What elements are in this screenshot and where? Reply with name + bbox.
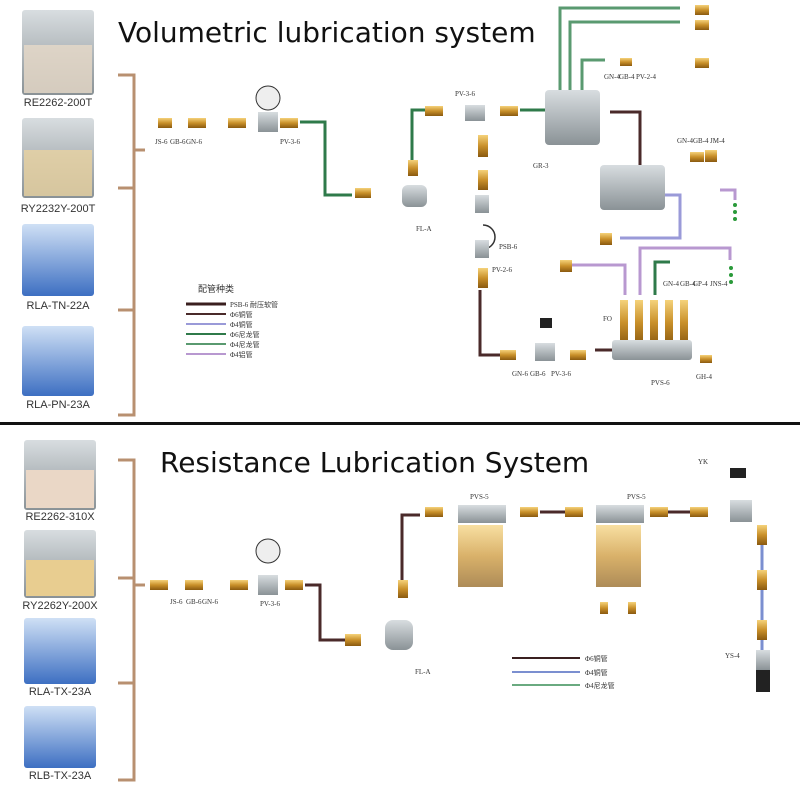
section-divider	[0, 422, 800, 425]
part-label: YK	[698, 458, 709, 466]
legend-item: Φ4尼龙管	[585, 682, 615, 690]
part-label: PV-2-6	[492, 266, 512, 274]
pump-brackets	[118, 73, 145, 782]
part-label: GH-4	[696, 373, 712, 381]
pump-label: RLA-TN-22A	[26, 300, 90, 312]
part-label: YS-4	[725, 652, 740, 660]
part-label: GN-6	[512, 370, 528, 378]
part-label: GN-4	[663, 280, 679, 288]
top-legend-lines	[186, 302, 226, 355]
part-label: GN-4	[677, 137, 693, 145]
pump-label: RLA-TX-23A	[28, 686, 92, 698]
part-label: GB-4	[619, 73, 635, 81]
part-label: GB-4	[693, 137, 709, 145]
legend-item: Φ4铜管	[230, 321, 253, 329]
part-label: FL-A	[415, 668, 431, 676]
part-label: JNS-4	[710, 280, 728, 288]
pump-label: RE2262-310X	[25, 511, 95, 523]
pump-units	[22, 10, 96, 768]
legend-item: Φ6铜管	[585, 655, 608, 663]
bottom-legend-lines	[512, 657, 580, 686]
part-label: GB-4	[680, 280, 696, 288]
green-dots	[729, 203, 737, 284]
part-label: GB-6	[186, 598, 202, 606]
legend-item: Φ4铜管	[585, 669, 608, 677]
part-label: PV-3-6	[260, 600, 280, 608]
steel-parts	[255, 85, 770, 692]
pump-label: RY2232Y-200T	[20, 203, 96, 215]
part-label: PVS-5	[470, 493, 489, 501]
part-label: GB-6	[530, 370, 546, 378]
legend-item: Φ6尼龙管	[230, 331, 260, 339]
brass-fittings	[150, 5, 767, 646]
part-label: PV-3-6	[455, 90, 475, 98]
legend-heading: 配管种类	[198, 284, 235, 294]
part-label: PV-2-4	[636, 73, 656, 81]
part-label: FO	[603, 315, 612, 323]
legend-item: Φ6铜管	[230, 311, 253, 319]
pump-label: RLA-PN-23A	[26, 399, 90, 411]
pump-label: RLB-TX-23A	[28, 770, 92, 782]
part-label: GN-4	[604, 73, 620, 81]
part-label: PSB-6	[499, 243, 518, 251]
legend-item: PSB-6 耐压软管	[230, 301, 279, 309]
part-label: GP-4	[693, 280, 708, 288]
part-label: PVS-5	[627, 493, 646, 501]
legend-item: Φ4铝管	[230, 351, 253, 359]
top-title: Volumetric lubrication system	[118, 16, 536, 49]
pump-label: RE2262-200T	[23, 97, 93, 109]
bottom-title: Resistance Lubrication System	[160, 446, 590, 479]
part-label: PV-3-6	[551, 370, 571, 378]
part-label: GR-3	[533, 162, 549, 170]
part-label: FL-A	[416, 225, 432, 233]
part-label: GB-6	[170, 138, 186, 146]
part-label: JS-6	[155, 138, 168, 146]
part-label: JM-4	[710, 137, 725, 145]
legend-item: Φ4尼龙管	[230, 341, 260, 349]
part-label: GN-6	[186, 138, 202, 146]
part-label: PVS-6	[651, 379, 670, 387]
part-label: PV-3-6	[280, 138, 300, 146]
part-label: GN-6	[202, 598, 218, 606]
part-label: JS-6	[170, 598, 183, 606]
pump-label: RY2262Y-200X	[22, 600, 98, 612]
